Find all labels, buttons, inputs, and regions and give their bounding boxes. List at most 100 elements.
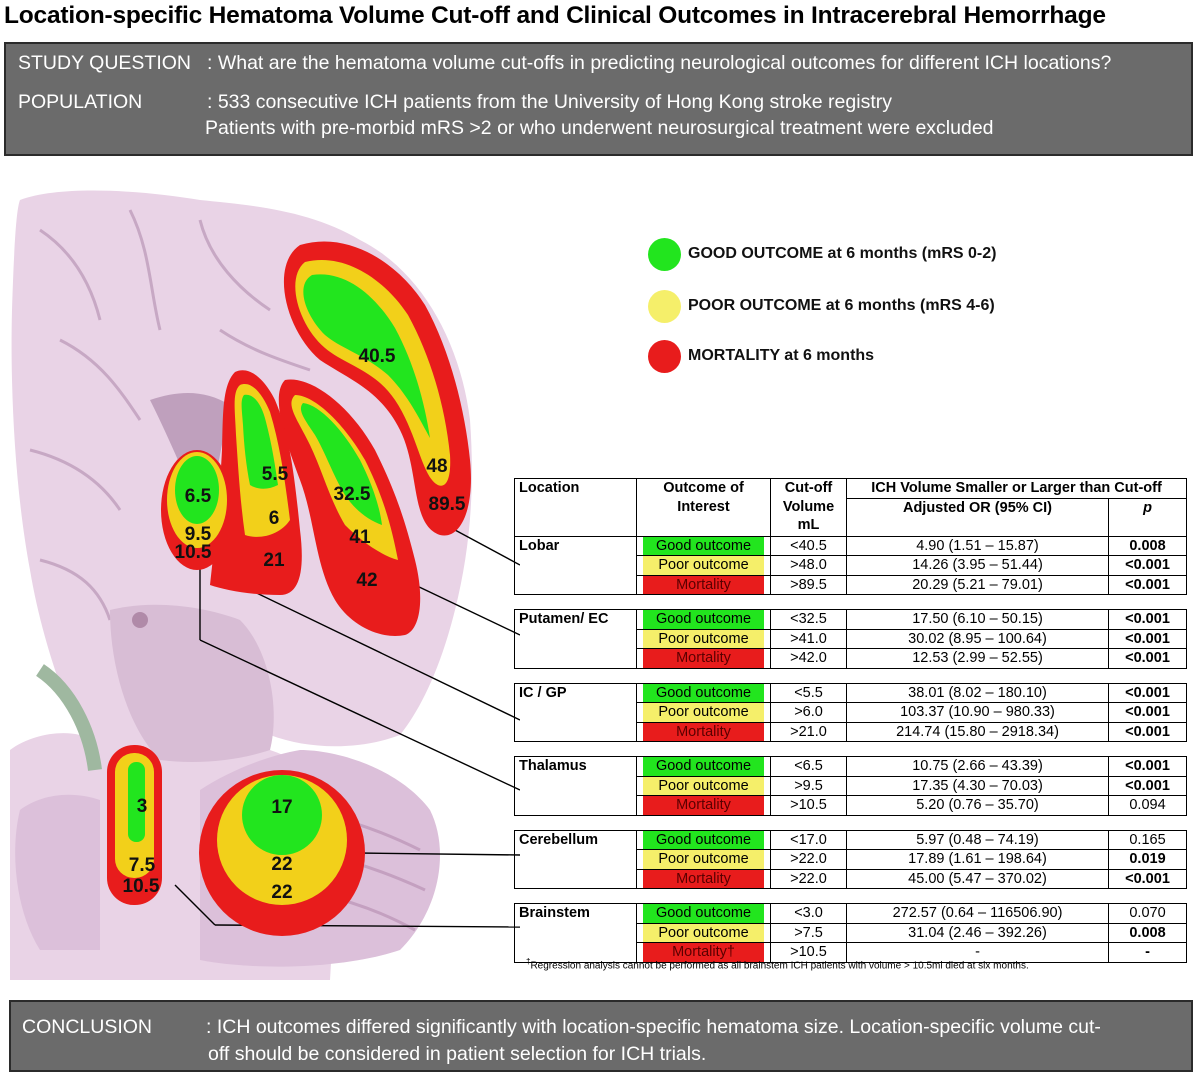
table-header-row-1: Location Outcome of Interest Cut-off Vol… <box>514 478 1188 537</box>
outcome-cell: Poor outcome <box>636 922 771 943</box>
p-value-cell: <0.001 <box>1107 574 1188 595</box>
outcome-cell: Good outcome <box>636 609 771 630</box>
conclusion-box: CONCLUSION : ICH outcomes differed signi… <box>9 1000 1193 1072</box>
cutoff-cell: >6.0 <box>770 702 847 723</box>
putamen-poor-label: 41 <box>349 527 371 548</box>
p-value-cell: <0.001 <box>1107 628 1188 649</box>
p-value-cell: - <box>1107 942 1188 963</box>
outcome-label: Good outcome <box>643 610 764 629</box>
p-value-cell: 0.008 <box>1107 922 1188 943</box>
population-line-1: : 533 consecutive ICH patients from the … <box>207 91 892 113</box>
outcome-cell: Poor outcome <box>636 849 771 870</box>
lobar-region <box>283 241 471 536</box>
table-gap-row <box>514 888 1187 904</box>
odds-ratio-cell: 103.37 (10.90 – 980.33) <box>846 702 1109 723</box>
outcome-label: Poor outcome <box>643 556 764 575</box>
p-value-cell: <0.001 <box>1107 609 1188 630</box>
brain-illustration: 40.5 48 89.5 32.5 41 42 5.5 6 21 6.5 9.5… <box>10 190 520 980</box>
header-p: p <box>1107 497 1188 537</box>
cerebellum-mortality-label: 22 <box>271 882 292 903</box>
cutoff-cell: >41.0 <box>770 628 847 649</box>
outcome-label: Mortality <box>643 869 764 888</box>
table-header-row-2: Adjusted OR (95% CI) p <box>515 497 1188 537</box>
cutoff-cell: <17.0 <box>770 829 847 850</box>
thalamus-good-label: 6.5 <box>185 486 212 507</box>
legend-item-mortality: MORTALITY at 6 months <box>648 340 1088 374</box>
outcome-label: Mortality† <box>643 943 764 962</box>
table-gap-row <box>514 667 1187 684</box>
p-value-cell: 0.165 <box>1107 829 1188 850</box>
p-value-cell: <0.001 <box>1107 721 1188 742</box>
outcome-cell: Poor outcome <box>636 555 771 576</box>
location-cell: IC / GP <box>514 682 637 742</box>
study-box: STUDY QUESTION : What are the hematoma v… <box>4 42 1193 156</box>
legend-swatch-good <box>648 238 681 271</box>
outcome-cell: Mortality <box>636 574 771 595</box>
odds-ratio-cell: 20.29 (5.21 – 79.01) <box>846 574 1109 595</box>
outcome-label: Good outcome <box>643 904 764 923</box>
outcome-label: Mortality <box>643 722 764 741</box>
cutoff-cell: >48.0 <box>770 555 847 576</box>
cutoff-cell: >9.5 <box>770 775 847 796</box>
p-value-cell: 0.094 <box>1107 795 1188 816</box>
outcome-cell: Mortality <box>636 648 771 669</box>
thalamus-region <box>161 450 233 570</box>
brainstem-mortality-label: 10.5 <box>123 876 160 897</box>
brainstem-good-label: 3 <box>137 796 148 817</box>
header-outcome: Outcome of Interest <box>636 478 771 537</box>
odds-ratio-cell: 4.90 (1.51 – 15.87) <box>846 535 1109 556</box>
outcome-cell: Poor outcome <box>636 775 771 796</box>
thalamus-mortality-label: 10.5 <box>175 542 212 563</box>
legend-label-good: GOOD OUTCOME at 6 months (mRS 0-2) <box>688 245 997 262</box>
lobar-good-label: 40.5 <box>359 346 396 367</box>
p-value-cell: <0.001 <box>1107 648 1188 669</box>
table-gap-row <box>514 814 1187 831</box>
odds-ratio-cell: 17.89 (1.61 – 198.64) <box>846 849 1109 870</box>
odds-ratio-cell: 5.97 (0.48 – 74.19) <box>846 829 1109 850</box>
outcome-label: Poor outcome <box>643 629 764 648</box>
cerebellum-good-label: 17 <box>271 797 292 818</box>
outcome-label: Good outcome <box>643 830 764 849</box>
study-question-text: : What are the hematoma volume cut-offs … <box>207 52 1112 74</box>
cutoff-cell: >22.0 <box>770 868 847 889</box>
odds-ratio-cell: 14.26 (3.95 – 51.44) <box>846 555 1109 576</box>
study-question-label: STUDY QUESTION <box>18 52 191 74</box>
putamen-good-label: 32.5 <box>334 484 371 505</box>
outcome-label: Mortality <box>643 649 764 668</box>
outcome-label: Good outcome <box>643 757 764 776</box>
conclusion-line-2: off should be considered in patient sele… <box>208 1043 707 1065</box>
odds-ratio-cell: 45.00 (5.47 – 370.02) <box>846 868 1109 889</box>
legend-swatch-poor <box>648 290 681 323</box>
outcome-cell: Poor outcome <box>636 702 771 723</box>
odds-ratio-cell: 17.35 (4.30 – 70.03) <box>846 775 1109 796</box>
cutoff-cell: <5.5 <box>770 682 847 703</box>
outcome-cell: Mortality <box>636 795 771 816</box>
cerebellum-poor-label: 22 <box>271 854 292 875</box>
cutoff-cell: >22.0 <box>770 849 847 870</box>
footnote-text: Regression analysis cannot be performed … <box>530 960 1029 972</box>
outcome-label: Mortality <box>643 575 764 594</box>
outcome-cell: Poor outcome <box>636 628 771 649</box>
putamen-region <box>278 379 421 636</box>
cutoff-cell: >21.0 <box>770 721 847 742</box>
cutoff-cell: <32.5 <box>770 609 847 630</box>
header-ich-volume: ICH Volume Smaller or Larger than Cut-of… <box>845 478 1188 499</box>
cutoff-cell: >42.0 <box>770 648 847 669</box>
population-label: POPULATION <box>18 91 143 113</box>
results-table-wrap: Location Outcome of Interest Cut-off Vol… <box>514 478 1188 963</box>
header-or: Adjusted OR (95% CI) <box>846 497 1109 537</box>
outcome-label: Mortality <box>643 796 764 815</box>
legend-label-poor: POOR OUTCOME at 6 months (mRS 4-6) <box>688 297 995 314</box>
lobar-mortality-label: 89.5 <box>429 494 466 515</box>
legend-item-poor: POOR OUTCOME at 6 months (mRS 4-6) <box>648 290 1088 324</box>
cutoff-cell: <3.0 <box>770 903 847 924</box>
